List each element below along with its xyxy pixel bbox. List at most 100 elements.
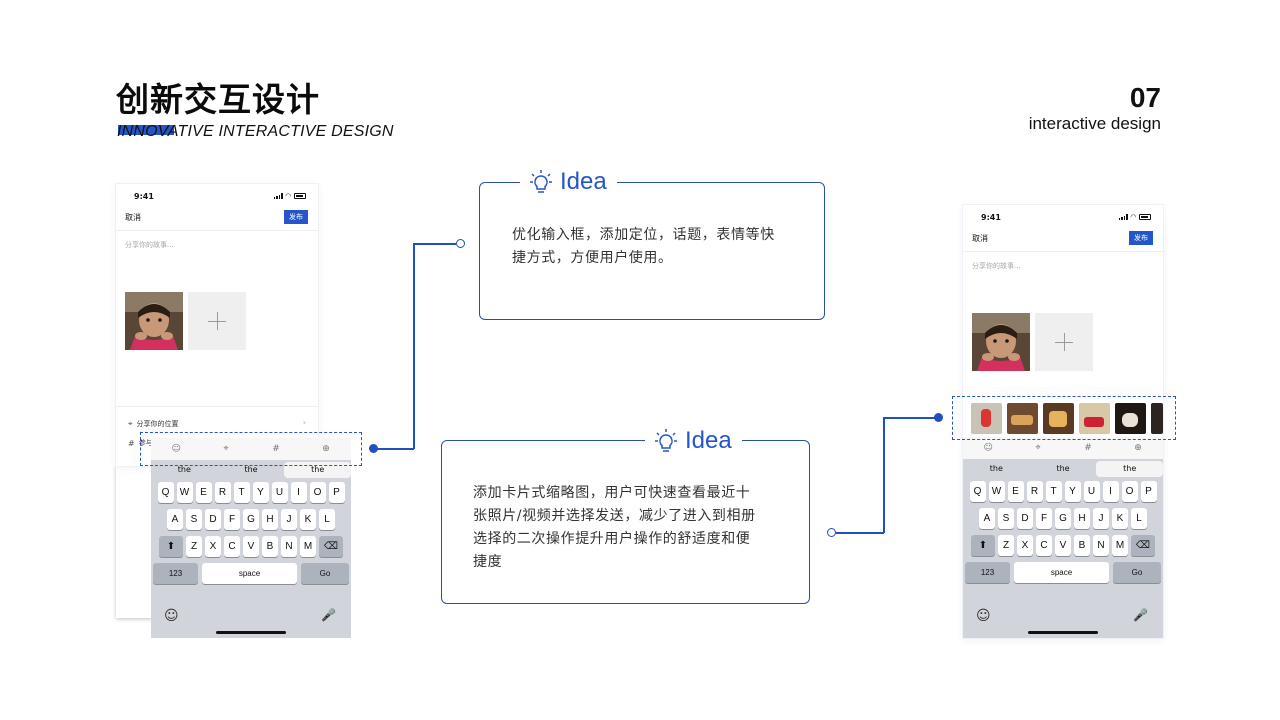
space-key[interactable]: space xyxy=(202,563,297,584)
cancel-button[interactable]: 取消 xyxy=(125,213,141,222)
key[interactable]: S xyxy=(998,508,1014,529)
key[interactable]: U xyxy=(271,482,288,503)
go-key[interactable]: Go xyxy=(301,563,349,584)
key[interactable]: B xyxy=(1074,535,1090,556)
add-photo-button[interactable] xyxy=(1035,313,1093,371)
key[interactable]: Z xyxy=(186,536,202,557)
hashtag-icon[interactable]: # xyxy=(1084,442,1092,453)
key[interactable]: Q xyxy=(969,481,986,502)
key[interactable]: P xyxy=(328,482,345,503)
key[interactable]: T xyxy=(1045,481,1062,502)
key[interactable]: H xyxy=(262,509,278,530)
key[interactable]: I xyxy=(290,482,307,503)
selected-photo[interactable] xyxy=(972,313,1030,371)
recent-photo-thumb[interactable] xyxy=(1151,403,1163,434)
key[interactable]: R xyxy=(214,482,231,503)
key[interactable]: P xyxy=(1140,481,1157,502)
key[interactable]: B xyxy=(262,536,278,557)
key[interactable]: X xyxy=(1017,535,1033,556)
recent-photo-thumb[interactable] xyxy=(1007,403,1038,434)
key[interactable]: T xyxy=(233,482,250,503)
key[interactable]: U xyxy=(1083,481,1100,502)
suggestion-item[interactable]: the xyxy=(1096,461,1163,477)
recent-photo-thumb[interactable] xyxy=(1115,403,1146,434)
numbers-key[interactable]: 123 xyxy=(965,562,1010,583)
key[interactable]: Z xyxy=(998,535,1014,556)
microphone-icon[interactable]: 🎤 xyxy=(1133,608,1148,622)
selected-photo[interactable] xyxy=(125,292,183,350)
microphone-icon[interactable]: 🎤 xyxy=(321,608,336,622)
key[interactable]: J xyxy=(1093,508,1109,529)
emoji-icon[interactable]: ☺ xyxy=(983,442,993,453)
suggestion-item[interactable]: the xyxy=(1056,464,1070,473)
key[interactable]: V xyxy=(243,536,259,557)
key[interactable]: O xyxy=(1121,481,1138,502)
numbers-key[interactable]: 123 xyxy=(153,563,198,584)
location-pin-icon[interactable]: ⌖ xyxy=(223,443,229,454)
key[interactable]: J xyxy=(281,509,297,530)
shift-key[interactable]: ⬆ xyxy=(971,535,995,556)
recent-photo-thumb[interactable] xyxy=(971,403,1002,434)
key[interactable]: D xyxy=(1017,508,1033,529)
key[interactable]: L xyxy=(319,509,335,530)
status-bar: 9:41 ◠ xyxy=(963,205,1163,231)
key[interactable]: O xyxy=(309,482,326,503)
publish-button[interactable]: 发布 xyxy=(1129,231,1153,245)
key[interactable]: Q xyxy=(157,482,174,503)
backspace-key[interactable]: ⌫ xyxy=(319,536,343,557)
key[interactable]: G xyxy=(1055,508,1071,529)
shift-key[interactable]: ⬆ xyxy=(159,536,183,557)
key[interactable]: K xyxy=(300,509,316,530)
publish-button[interactable]: 发布 xyxy=(284,210,308,224)
suggestion-item[interactable]: the xyxy=(284,462,351,478)
key[interactable]: S xyxy=(186,509,202,530)
key[interactable]: E xyxy=(1007,481,1024,502)
key[interactable]: V xyxy=(1055,535,1071,556)
cancel-button[interactable]: 取消 xyxy=(972,234,988,243)
go-key[interactable]: Go xyxy=(1113,562,1161,583)
key[interactable]: K xyxy=(1112,508,1128,529)
key[interactable]: N xyxy=(1093,535,1109,556)
story-input[interactable]: 分享你的故事... xyxy=(125,241,174,249)
key[interactable]: W xyxy=(988,481,1005,502)
recent-photo-thumb[interactable] xyxy=(1079,403,1110,434)
key[interactable]: F xyxy=(224,509,240,530)
home-indicator xyxy=(1028,631,1098,634)
status-icons: ◠ xyxy=(1118,214,1151,221)
key[interactable]: C xyxy=(1036,535,1052,556)
key[interactable]: I xyxy=(1102,481,1119,502)
story-input[interactable]: 分享你的故事... xyxy=(972,262,1021,270)
suggestion-item[interactable]: the xyxy=(989,464,1003,473)
suggestion-item[interactable]: the xyxy=(177,465,191,474)
key[interactable]: H xyxy=(1074,508,1090,529)
add-circle-icon[interactable]: ⊕ xyxy=(1134,442,1142,453)
key[interactable]: C xyxy=(224,536,240,557)
space-key[interactable]: space xyxy=(1014,562,1109,583)
key[interactable]: A xyxy=(979,508,995,529)
key[interactable]: F xyxy=(1036,508,1052,529)
add-photo-button[interactable] xyxy=(188,292,246,350)
key[interactable]: E xyxy=(195,482,212,503)
key[interactable]: M xyxy=(1112,535,1128,556)
emoji-icon[interactable]: ☺ xyxy=(171,443,181,454)
location-row[interactable]: ⌖ 分享你的位置 xyxy=(128,419,179,429)
key[interactable]: X xyxy=(205,536,221,557)
emoji-keyboard-icon[interactable]: ☺ xyxy=(976,608,991,624)
key[interactable]: M xyxy=(300,536,316,557)
key[interactable]: Y xyxy=(1064,481,1081,502)
key[interactable]: W xyxy=(176,482,193,503)
emoji-keyboard-icon[interactable]: ☺ xyxy=(164,608,179,624)
key[interactable]: G xyxy=(243,509,259,530)
hashtag-icon[interactable]: # xyxy=(272,443,280,454)
backspace-key[interactable]: ⌫ xyxy=(1131,535,1155,556)
key[interactable]: Y xyxy=(252,482,269,503)
recent-photo-thumb[interactable] xyxy=(1043,403,1074,434)
suggestion-item[interactable]: the xyxy=(244,465,258,474)
key[interactable]: A xyxy=(167,509,183,530)
add-circle-icon[interactable]: ⊕ xyxy=(322,443,330,454)
key[interactable]: L xyxy=(1131,508,1147,529)
key[interactable]: N xyxy=(281,536,297,557)
key[interactable]: R xyxy=(1026,481,1043,502)
location-pin-icon[interactable]: ⌖ xyxy=(1035,442,1041,453)
key[interactable]: D xyxy=(205,509,221,530)
